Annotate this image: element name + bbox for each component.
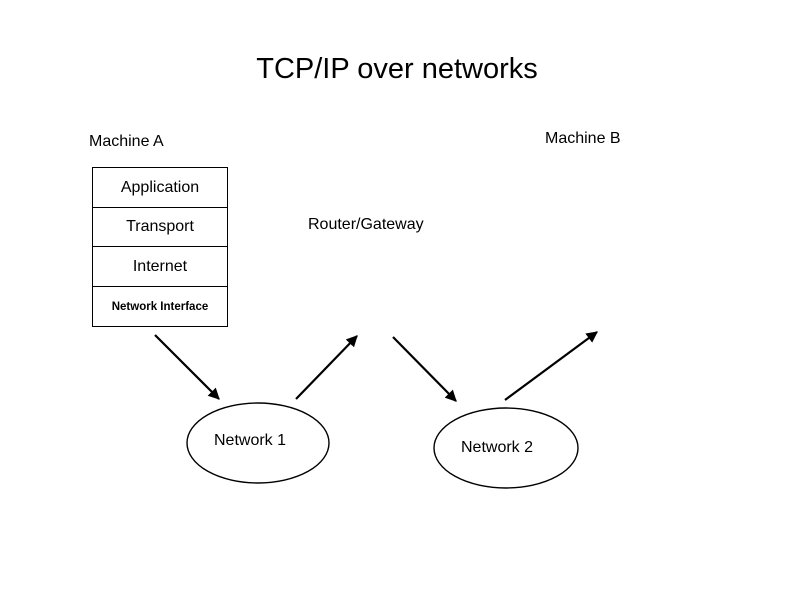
- router-gateway-label: Router/Gateway: [308, 216, 424, 233]
- page-title: TCP/IP over networks: [256, 53, 538, 85]
- arrow-machine-a-to-network-1: [154, 334, 220, 400]
- machine-b-label: Machine B: [545, 130, 621, 147]
- network-2-label: Network 2: [461, 439, 534, 456]
- stack-layer-network-interface: Network Interface: [93, 286, 227, 326]
- stack-layer-application: Application: [120, 178, 200, 196]
- arrow-network-1-to-router: [295, 335, 358, 400]
- network-1-label: Network 1: [214, 432, 287, 449]
- network-1-ellipse: [186, 402, 330, 484]
- protocol-stack-box: Application Transport Internet Network I…: [92, 167, 228, 327]
- network-2-ellipse: [433, 407, 579, 489]
- machine-a-label: Machine A: [89, 133, 164, 150]
- arrow-router-to-network-2: [392, 336, 457, 402]
- stack-layer-transport: Transport: [93, 207, 227, 246]
- stack-layer-internet: Internet: [93, 246, 227, 286]
- arrow-network-2-to-machine-b: [504, 331, 598, 401]
